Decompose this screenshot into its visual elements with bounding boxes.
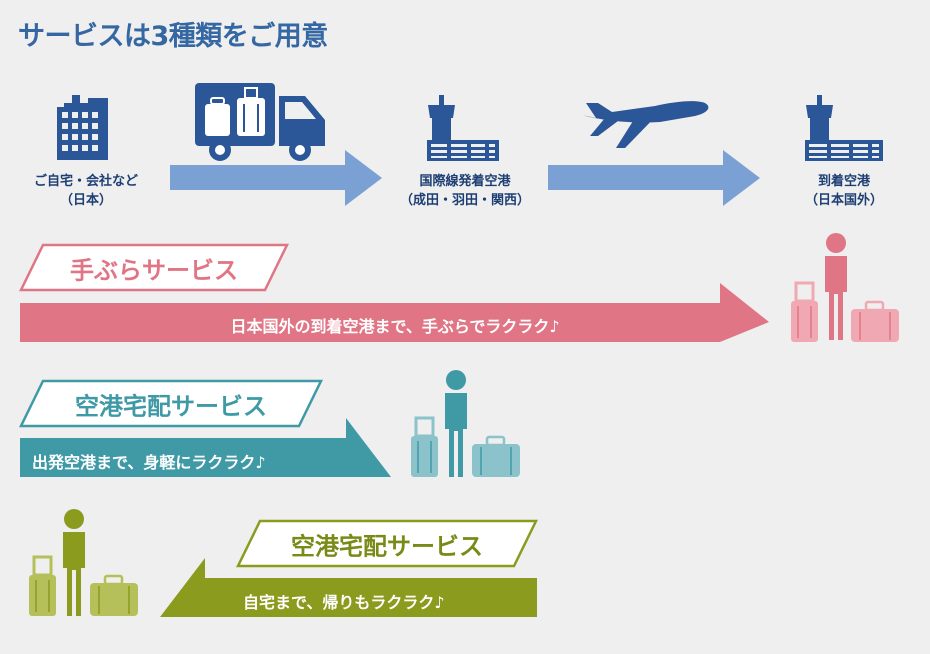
traveler-figure (411, 370, 520, 477)
person-icon (64, 509, 84, 529)
service-1-tagline: 日本国外の到着空港まで、手ぶらでラクラク♪ (230, 317, 560, 336)
suitcase-icon (29, 555, 56, 616)
service-3-tagline: 自宅まで、帰りもラクラク♪ (243, 593, 445, 612)
suitcase-icon (791, 281, 818, 342)
suitcase-icon (472, 435, 520, 477)
arrival-airport-line2: （日本国外） (804, 193, 883, 208)
suitcase-icon (411, 416, 438, 477)
origin-label-line2: （日本） (59, 193, 112, 208)
route-arrow-2 (548, 150, 760, 206)
departure-airport-line1: 国際線発着空港 (419, 174, 511, 189)
traveler-figure (29, 509, 138, 616)
service-2-name: 空港宅配サービス (75, 392, 267, 421)
person-icon (825, 256, 847, 340)
service-1-bar (20, 283, 769, 342)
origin-label: ご自宅・会社など （日本） (6, 172, 166, 210)
suitcase-icon (851, 300, 899, 342)
service-2-tagline: 出発空港まで、身軽にラクラク♪ (32, 453, 266, 472)
service-3-name: 空港宅配サービス (291, 532, 483, 561)
arrival-airport-line1: 到着空港 (817, 174, 870, 189)
airport-tower-icon (427, 95, 499, 161)
airport-tower-icon (805, 95, 883, 161)
service-1-name: 手ぶらサービス (70, 256, 238, 285)
building-icon (57, 95, 108, 160)
traveler-figure (791, 233, 899, 342)
person-icon (63, 532, 85, 616)
service-1-banner (18, 243, 290, 292)
service-2-bar (20, 418, 391, 477)
suitcase-icon (90, 574, 138, 616)
departure-airport-label: 国際線発着空港 （成田・羽田・関西） (383, 172, 547, 210)
route-arrow-1 (170, 150, 382, 206)
service-2-banner (18, 379, 324, 428)
page-title: サービスは3種類をご用意 (18, 21, 328, 52)
origin-label-line1: ご自宅・会社など (33, 174, 138, 189)
person-icon (446, 370, 466, 390)
truck-icon (195, 83, 325, 161)
person-icon (826, 233, 846, 253)
arrival-airport-label: 到着空港 （日本国外） (784, 172, 904, 210)
airplane-icon (582, 101, 709, 148)
service-3-banner (235, 519, 539, 568)
person-icon (445, 393, 467, 477)
service-3-bar (160, 558, 537, 617)
departure-airport-line2: （成田・羽田・関西） (399, 193, 530, 208)
